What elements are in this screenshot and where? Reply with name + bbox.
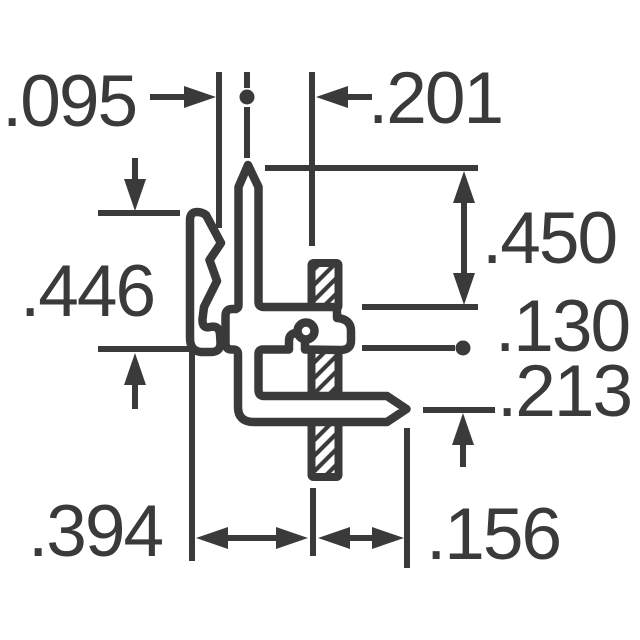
contact-profile — [221, 160, 411, 427]
contact-lance-knob — [293, 318, 319, 344]
dimension-label-446: .446 — [20, 251, 154, 332]
clip-profile — [185, 207, 226, 357]
dimension-labels: .095 .201 .450 .446 .130 .213 .394 .156 — [2, 58, 633, 575]
dimension-label-201: .201 — [368, 58, 502, 139]
dimension-arrows — [124, 86, 475, 549]
contact-pin-and-arms — [221, 160, 411, 427]
dimension-label-156: .156 — [426, 494, 560, 575]
dimension-label-213: .213 — [497, 351, 631, 432]
extension-lines — [98, 72, 495, 568]
dimension-label-130: .130 — [495, 286, 629, 367]
clip-outline — [185, 207, 226, 357]
dimension-label-450: .450 — [482, 198, 616, 279]
dimension-label-095: .095 — [2, 61, 136, 142]
hatched-panel-section — [307, 259, 343, 481]
dimension-label-394: .394 — [28, 491, 162, 572]
